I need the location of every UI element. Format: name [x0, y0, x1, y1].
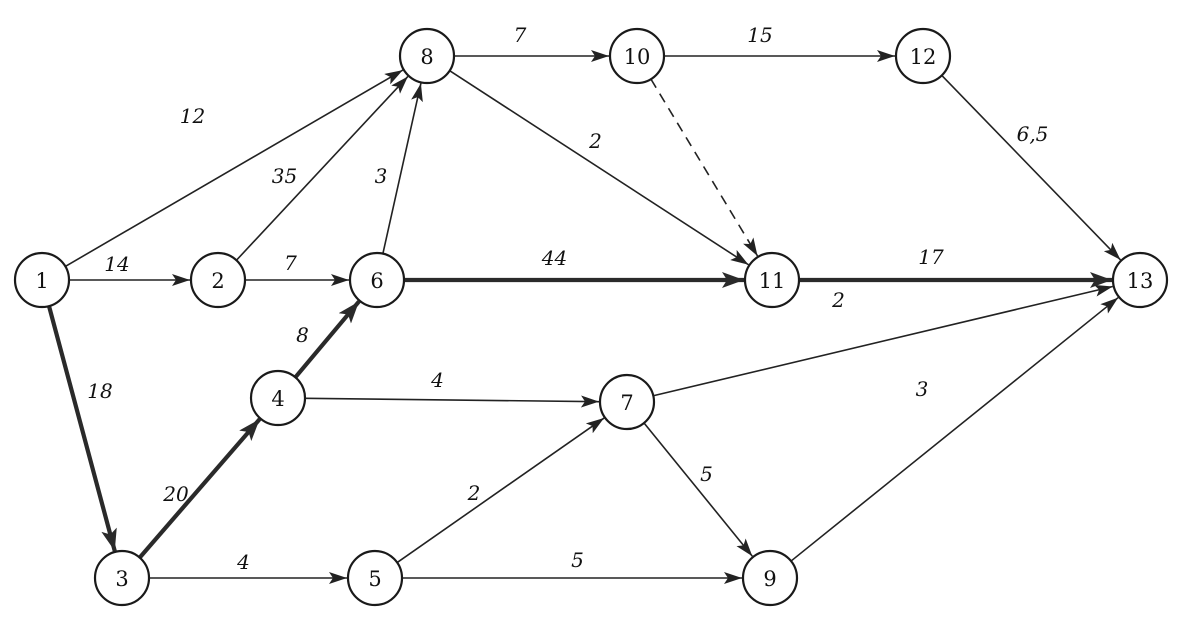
edge-label-4-7: 4: [430, 368, 444, 392]
node-12: 12: [894, 27, 952, 85]
edge-label-7-13: 2: [831, 288, 845, 312]
node-circle-1: [13, 251, 71, 309]
node-4: 4: [249, 369, 307, 427]
node-13: 13: [1111, 251, 1169, 309]
node-9: 9: [741, 549, 799, 607]
node-10: 10: [608, 27, 666, 85]
node-11: 11: [743, 251, 801, 309]
node-label-11: 11: [759, 269, 786, 293]
edge-4-6: [293, 300, 361, 379]
edge-label-3-5: 4: [236, 550, 250, 574]
node-circle-13: [1111, 251, 1169, 309]
node-label-3: 3: [115, 567, 128, 591]
node-label-9: 9: [763, 567, 776, 591]
edge-label-8-10: 7: [514, 23, 527, 47]
edge-1-3: [46, 305, 117, 552]
node-label-2: 2: [211, 269, 224, 293]
node-circle-8: [398, 27, 456, 85]
node-circle-5: [346, 549, 404, 607]
node-1: 1: [13, 251, 71, 309]
edge-9-13: [790, 296, 1119, 562]
edge-1-8: [64, 69, 404, 268]
edge-label-12-13: 6,5: [1017, 122, 1049, 146]
node-circle-7: [598, 373, 656, 431]
node-circle-10: [608, 27, 666, 85]
node-circle-11: [743, 251, 801, 309]
edge-label-1-8: 12: [180, 104, 205, 128]
node-8: 8: [398, 27, 456, 85]
node-label-12: 12: [910, 45, 937, 69]
edge-label-8-11: 2: [588, 129, 602, 153]
node-circle-4: [249, 369, 307, 427]
node-label-10: 10: [624, 45, 651, 69]
edge-6-8: [382, 83, 423, 254]
edge-label-10-12: 15: [747, 23, 772, 47]
node-label-7: 7: [620, 391, 633, 415]
edge-label-1-3: 18: [87, 379, 112, 403]
edge-8-11: [449, 70, 749, 266]
edge-7-13: [653, 284, 1113, 397]
edge-label-11-13: 17: [918, 245, 944, 269]
edge-label-2-6: 7: [284, 251, 297, 275]
edge-10-11: [650, 78, 759, 257]
edge-7-9: [643, 422, 753, 557]
node-label-5: 5: [368, 567, 381, 591]
node-6: 6: [348, 251, 406, 309]
node-5: 5: [346, 549, 404, 607]
edge-label-5-7: 2: [467, 481, 481, 505]
node-2: 2: [189, 251, 247, 309]
node-circle-9: [741, 549, 799, 607]
node-label-6: 6: [370, 269, 383, 293]
edge-label-6-8: 3: [375, 164, 388, 188]
edge-label-3-4: 20: [162, 482, 189, 506]
node-7: 7: [598, 373, 656, 431]
edge-label-7-9: 5: [700, 462, 713, 486]
edge-label-4-6: 8: [296, 323, 309, 347]
edges-layer: [46, 50, 1122, 584]
node-label-8: 8: [420, 45, 433, 69]
node-label-1: 1: [35, 269, 48, 293]
edge-label-9-13: 3: [916, 377, 929, 401]
edge-labels-layer: 12 14 18 35 7 20 4 8 4 2 5 3 44 2 5 7 2 3 15 17 6,5: [87, 23, 1048, 574]
edge-3-4: [138, 417, 262, 559]
node-circle-12: [894, 27, 952, 85]
edge-12-13: [941, 74, 1122, 261]
edge-4-7: [304, 395, 600, 408]
edge-label-2-8: 35: [272, 164, 297, 188]
node-circle-6: [348, 251, 406, 309]
node-circle-3: [93, 549, 151, 607]
node-circle-2: [189, 251, 247, 309]
node-label-4: 4: [271, 387, 284, 411]
node-3: 3: [93, 549, 151, 607]
node-label-13: 13: [1127, 269, 1154, 293]
edge-5-7: [396, 417, 605, 564]
edge-2-8: [235, 75, 409, 261]
edge-label-1-2: 14: [104, 252, 129, 276]
edge-label-5-9: 5: [571, 548, 584, 572]
edge-label-6-11: 44: [541, 246, 567, 270]
